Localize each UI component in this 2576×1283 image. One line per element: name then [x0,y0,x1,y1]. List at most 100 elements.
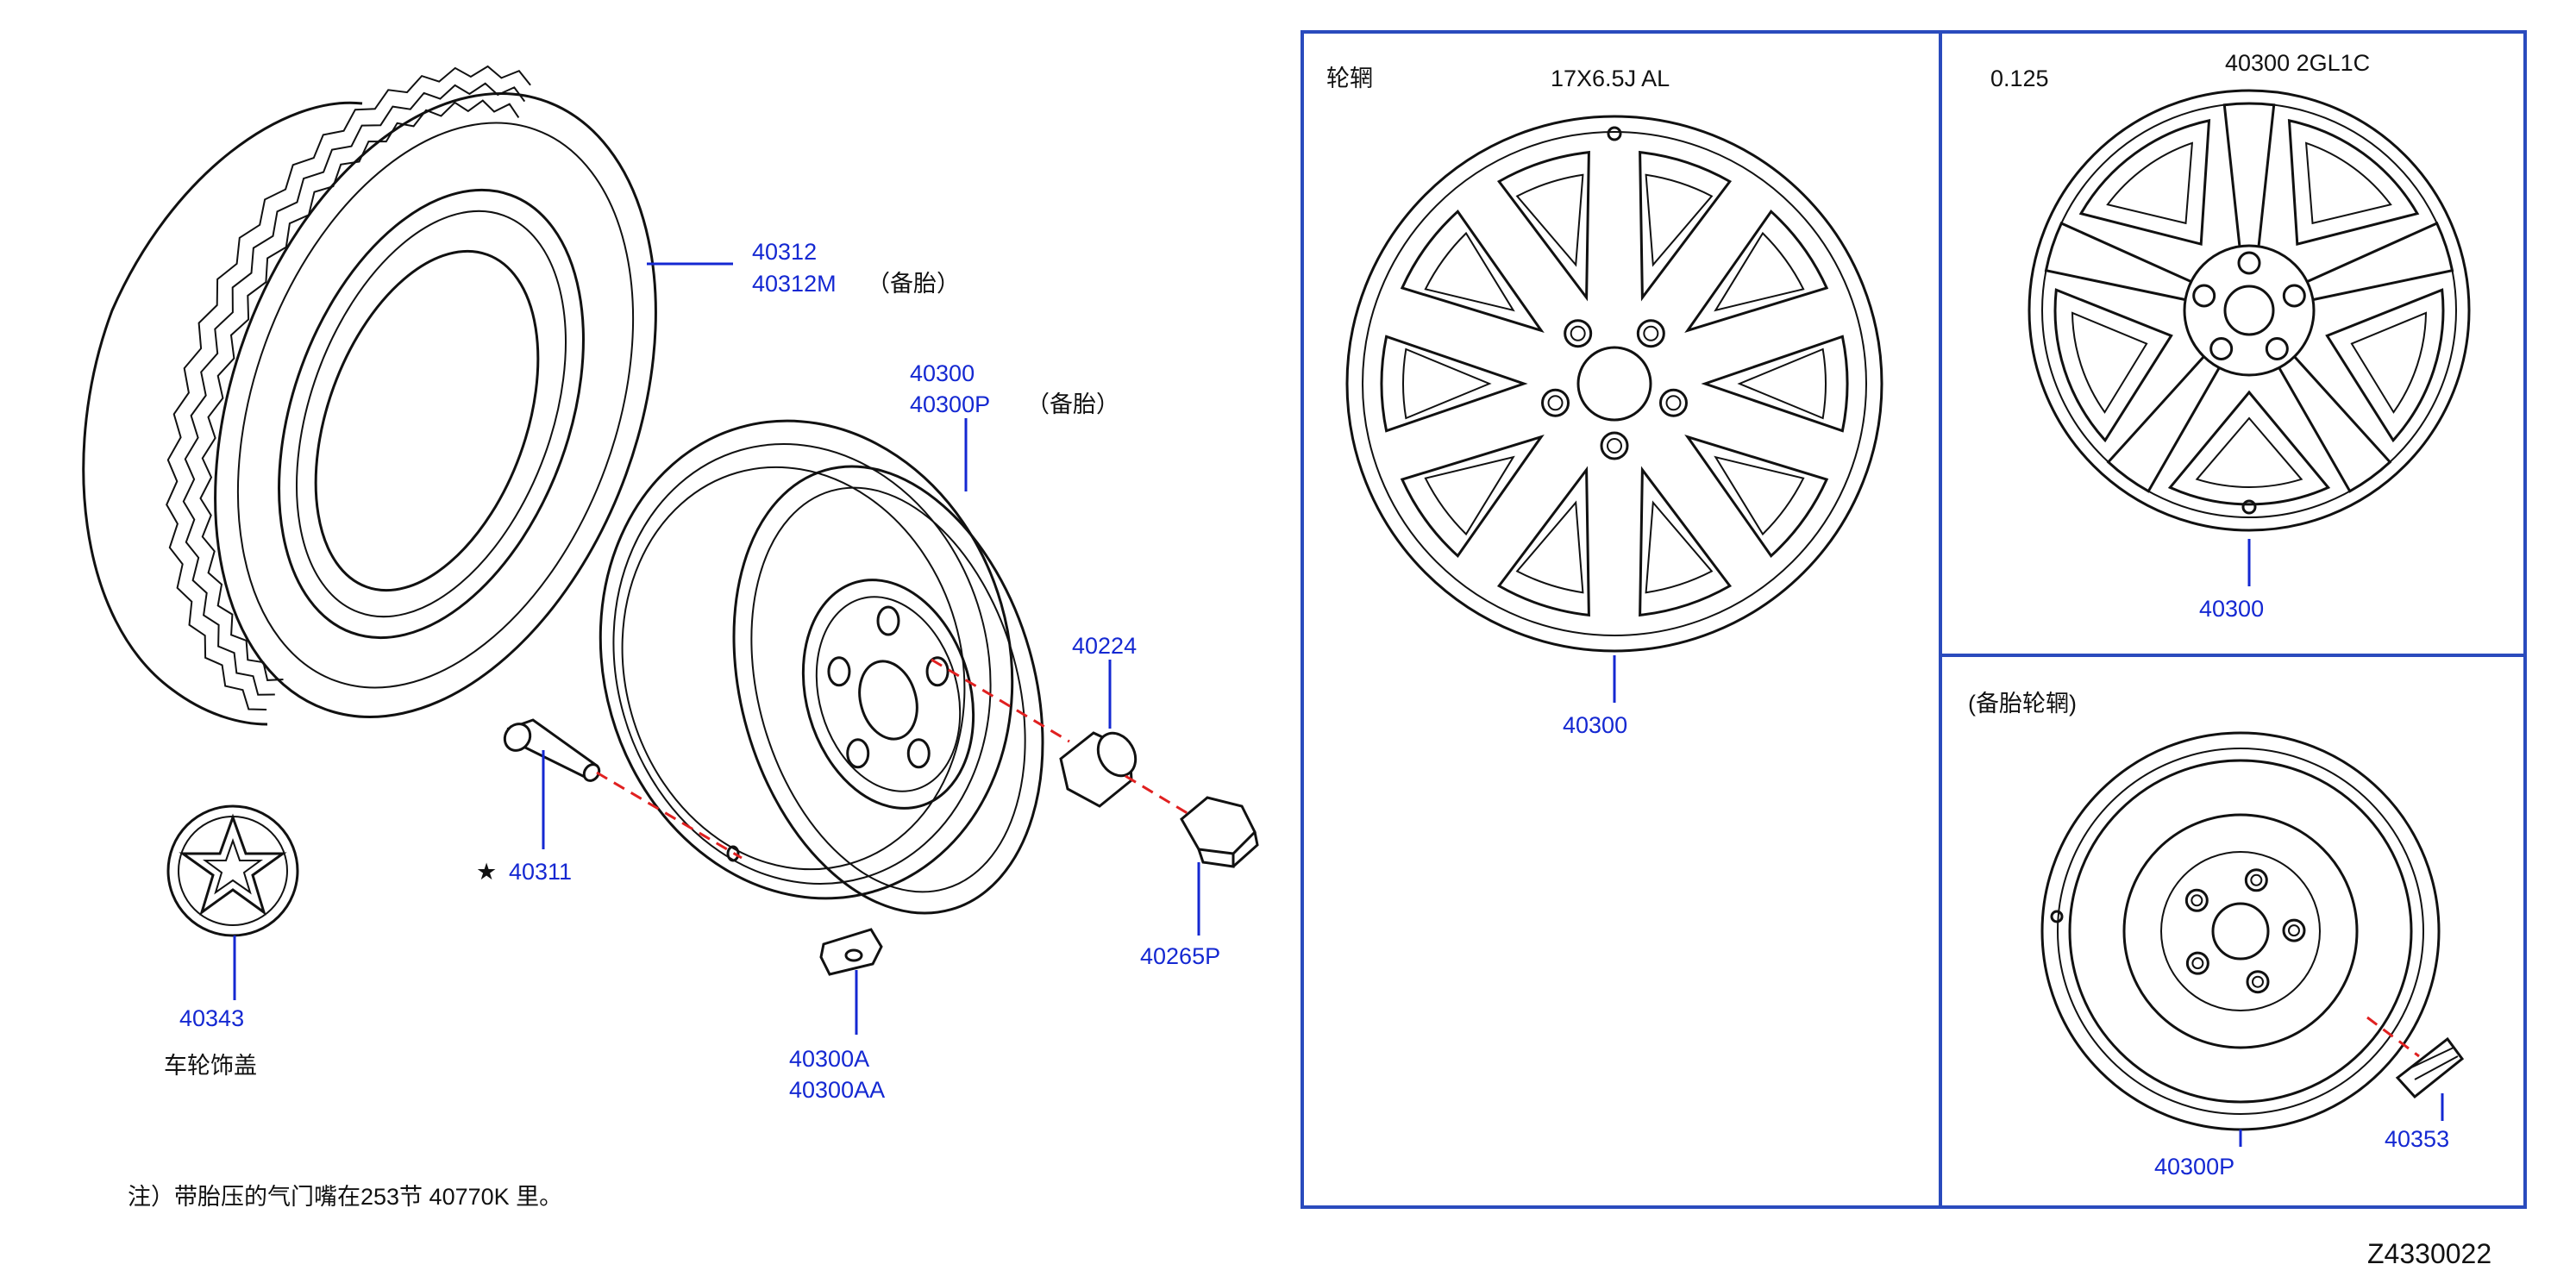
bolt-hole-inner [2191,957,2204,970]
callout-weight-num1: 40300A [789,1046,869,1072]
callout-nut-40265p-num: 40265P [1140,943,1220,969]
center-bore [1576,346,1652,422]
spoke-window-inner [2350,311,2428,414]
bolt-hole [2244,868,2268,892]
bolt-hole [906,738,931,769]
callout-nut-40265p: 40265P [1140,862,1220,969]
spoke-window [1684,210,1829,334]
spoke-window-inner [2195,416,2303,488]
panel-a-spec: 17X6.5J AL [1551,66,1670,91]
spoke-window-inner [1714,455,1805,536]
spare-weight-illustration [2395,1036,2465,1099]
callout-wheel-num2: 40300P [910,391,990,417]
lug-hole-inner [1607,438,1622,454]
bolt-hole-inner [2191,894,2203,907]
spoke [2275,351,2392,493]
spoke [2301,222,2454,303]
panel-spare-rim: (备胎轮辋) 40300P 40353 [1968,691,2465,1180]
lock-nut-illustration [1180,796,1259,868]
callout-valve-star: ★ [476,859,497,885]
spare-wheel-bolt-holes [827,605,950,769]
rim-outer [1345,115,1883,653]
spoke-window-inner [1515,500,1584,594]
spoke [2222,102,2276,253]
bolt-hole [2246,970,2270,994]
spoke-window [1639,150,1733,302]
rim-outer [2028,89,2471,532]
callout-wheel-note: （备胎） [1026,391,1119,417]
callout-wheel-num1: 40300 [910,360,975,386]
spoke-window-inner [1714,231,1805,312]
bolt-hole-inner [2287,924,2300,937]
spoke-window [2078,119,2211,246]
alloy-wheel-b-illustration [2028,89,2471,532]
lug-hole-inner [1570,325,1586,341]
lug-hole [2265,336,2289,360]
callout-weight: 40300A 40300AA [789,970,885,1103]
bolt-hole [876,605,900,636]
lug-hole-inner [1643,325,1659,341]
spare-wheel-illustration [599,419,1044,915]
spoke-window-inner [2106,141,2194,225]
callout-cap: 40343 车轮饰盖 [164,936,257,1079]
spoke [2044,222,2197,303]
spoke-window [2287,119,2420,246]
variant-frames [1301,30,2527,1209]
lug-hole [1564,319,1593,348]
callout-valve: ★ 40311 [476,750,572,885]
bolt-hole [846,738,870,769]
panel-alloy-2gl1c: 0.125 40300 2GL1C 40300 [1990,50,2471,622]
spoke-window [1380,335,1528,433]
bolt-hole [2282,918,2306,942]
lug-hole [1600,431,1629,460]
spoke-window [1496,150,1590,302]
spoke-window [2325,288,2445,443]
lug-hole [1658,388,1688,417]
panel-b-code: 40300 2GL1C [2225,50,2370,76]
callout-valve-num: 40311 [509,859,572,885]
callout-nut-40224: 40224 [1072,633,1137,729]
panel-c-weight: 40353 [2385,1126,2449,1152]
lug-hole [1541,388,1570,417]
spoke-window-inner [1402,347,1492,420]
wheel-nut-illustration [1059,731,1138,808]
spare-rim-bolt-holes [2184,868,2306,994]
panel-c-title: (备胎轮辋) [1968,691,2077,717]
footnote: 注）带胎压的气门嘴在253节 40770K 里。 [128,1184,562,1210]
callout-tire-num1: 40312 [752,239,817,265]
spoke-window-inner [1424,455,1515,536]
callout-wheel: 40300 40300P （备胎） [910,360,1119,491]
tire-tread [166,65,531,710]
bolt-hole [2184,888,2209,912]
tread-band [182,82,526,696]
bolt-hole [2185,951,2209,975]
spoke-window-inner [1515,173,1584,267]
panel-c-part: 40300P [2154,1154,2234,1180]
spoke-window [2053,288,2173,443]
alloy-wheel-a-illustration [1345,115,1883,653]
bolt-hole [925,656,950,687]
spoke-window-inner [1737,347,1827,420]
spoke-window-inner [2304,141,2392,225]
spoke-window-inner [1645,173,1714,267]
bolt-hole-inner [2250,873,2263,886]
balance-weight-illustration [819,928,883,976]
wheel-cap-illustration [166,804,299,937]
lug-hole [2237,251,2261,275]
spoke-window [1701,335,1849,433]
lug-hole-inner [1665,395,1682,411]
callout-cap-num: 40343 [179,1005,244,1031]
spoke-window [2167,390,2331,506]
tread-band [166,65,531,710]
lug-hole [2282,284,2306,308]
callout-weight-num2: 40300AA [789,1077,885,1103]
spoke-window [1400,434,1545,558]
bolt-hole [827,656,851,687]
panel-alloy-17: 轮辋 17X6.5J AL 40300 [1326,66,1883,738]
lug-hole [2209,336,2234,360]
tread-band [199,99,520,681]
spoke-window-inner [1424,231,1515,312]
panel-a-part: 40300 [1563,712,1627,738]
